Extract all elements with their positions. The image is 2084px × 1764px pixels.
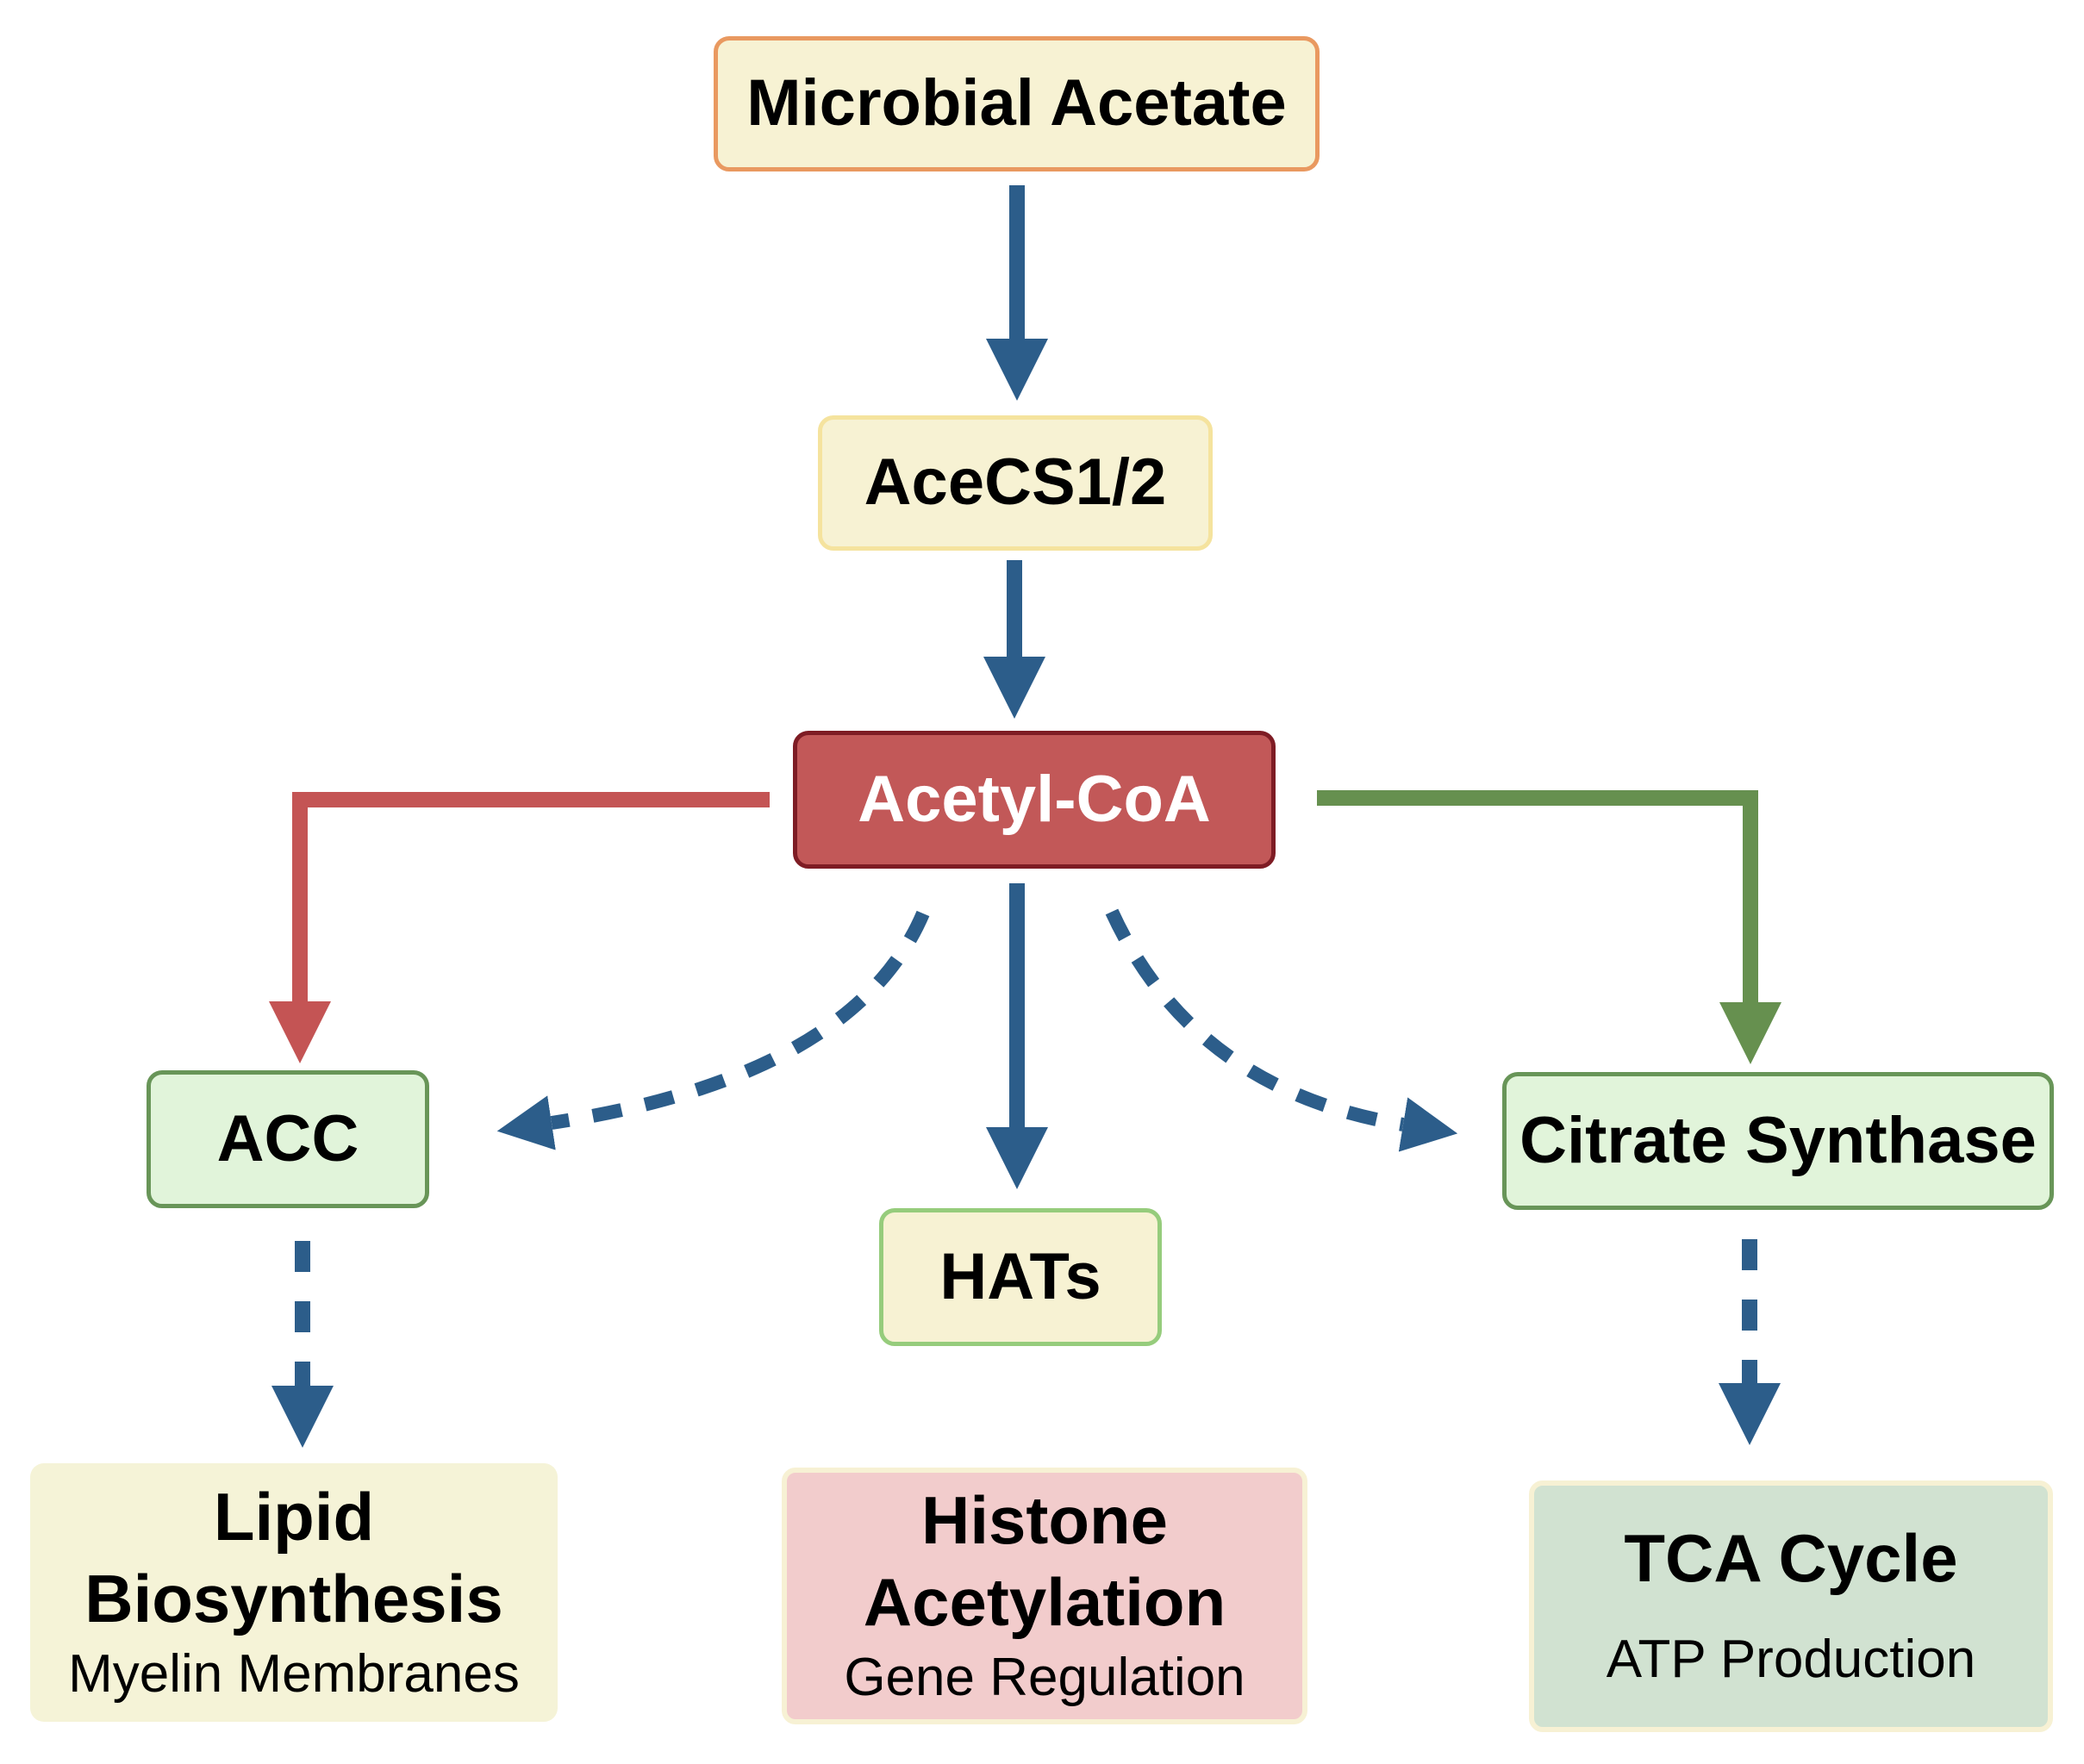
node-subtitle: ATP Production <box>1606 1630 1976 1690</box>
node-subtitle: Gene Regulation <box>844 1647 1245 1707</box>
node-title: Microbial Acetate <box>746 66 1287 140</box>
node-tca-cycle: TCA Cycle ATP Production <box>1529 1480 2053 1732</box>
node-title: ACC <box>216 1101 359 1175</box>
dashed-arrow-acetylcoa-to-citrate-synthase <box>1105 908 1458 1152</box>
node-title: TCA Cycle <box>1624 1520 1958 1597</box>
node-acecs: AceCS1/2 <box>818 415 1213 551</box>
node-hats: HATs <box>879 1208 1162 1346</box>
node-lipid-biosynthesis: Lipid Biosynthesis Myelin Membranes <box>30 1463 558 1722</box>
node-acetyl-coa: Acetyl-CoA <box>793 731 1276 869</box>
node-title: Citrate Synthase <box>1519 1103 2037 1177</box>
node-title: AceCS1/2 <box>864 446 1167 520</box>
arrow-acetylcoa-to-acc <box>269 792 770 1063</box>
node-acc: ACC <box>147 1070 429 1208</box>
arrow-acetylcoa-to-citrate-synthase <box>1317 790 1781 1064</box>
node-microbial-acetate: Microbial Acetate <box>714 36 1320 171</box>
node-title-line2: Biosynthesis <box>84 1560 503 1636</box>
node-subtitle: Myelin Membranes <box>68 1643 520 1704</box>
node-citrate-synthase: Citrate Synthase <box>1502 1072 2054 1210</box>
node-histone-acetylation: Histone Acetylation Gene Regulation <box>782 1468 1307 1724</box>
node-title-line1: Lipid <box>213 1478 375 1555</box>
node-title-line1: Histone <box>920 1481 1169 1558</box>
node-title-line2: Acetylation <box>863 1563 1226 1640</box>
dashed-arrow-acetylcoa-to-acc <box>496 910 930 1150</box>
node-title: Acetyl-CoA <box>858 762 1211 836</box>
node-title: HATs <box>939 1239 1101 1313</box>
